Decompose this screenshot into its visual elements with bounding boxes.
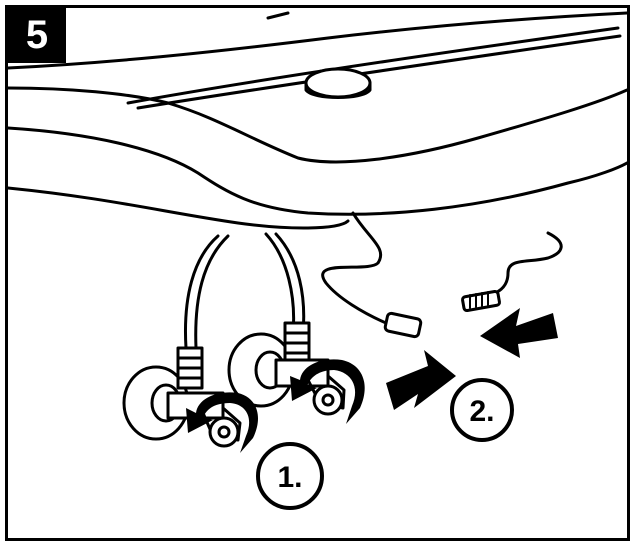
callout-2: 2. — [450, 378, 514, 442]
sink-basin-icon — [8, 11, 627, 230]
step-number-badge: 5 — [8, 8, 66, 63]
installation-illustration: 1. 2. — [8, 11, 627, 510]
shutoff-valve-icon — [227, 321, 346, 416]
callout-1-label: 1. — [277, 461, 302, 494]
push-arrow-icon — [386, 308, 558, 410]
rotate-arrow-icon — [186, 359, 365, 453]
callout-1: 1. — [256, 442, 324, 510]
callout-2-label: 2. — [469, 395, 494, 428]
sensor-cable — [321, 211, 563, 339]
instruction-panel: 5 — [5, 5, 630, 541]
